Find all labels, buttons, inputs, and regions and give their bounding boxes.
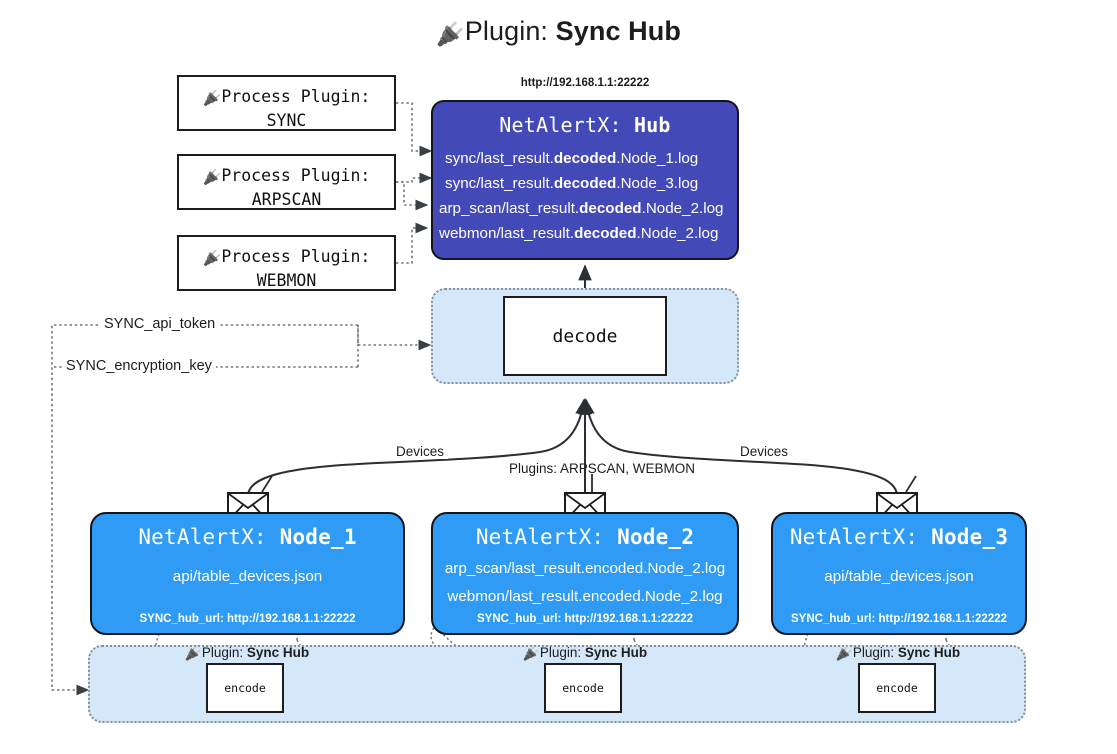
node-title-prefix: NetAlertX:: [138, 525, 280, 549]
log-post: .Node_2.log: [641, 200, 724, 217]
node-line: webmon/last_result.encoded.Node_2.log: [447, 588, 723, 605]
node-title-name: Node_2: [617, 525, 695, 549]
node-title: NetAlertX: Node_2: [433, 525, 737, 549]
hub-title-prefix: NetAlertX:: [499, 113, 634, 137]
edge-label-right-devices: Devices: [736, 444, 793, 459]
plug-icon: 🔌: [202, 169, 222, 186]
hub-log-row: sync/last_result.decoded.Node_1.log: [433, 146, 737, 171]
encode-box-2[interactable]: encode: [544, 663, 622, 713]
hub-title: NetAlertX: Hub: [433, 113, 737, 137]
node-1[interactable]: NetAlertX: Node_1 api/table_devices.json…: [90, 512, 405, 635]
log-post: .Node_2.log: [636, 225, 719, 242]
process-plugin-label: Process Plugin:: [221, 87, 371, 106]
page-title-name: Sync Hub: [555, 16, 681, 46]
plug-icon: 🔌: [202, 90, 222, 107]
sync-encryption-key-label: SYNC_encryption_key: [62, 358, 216, 374]
node-footer: SYNC_hub_url: http://192.168.1.1:22222: [139, 613, 356, 625]
node-2[interactable]: NetAlertX: Node_2 arp_scan/last_result.e…: [431, 512, 739, 635]
log-emphasis: decoded: [579, 200, 642, 217]
log-pre: webmon/last_result.: [439, 225, 575, 242]
hub-node[interactable]: NetAlertX: Hub sync/last_result.decoded.…: [431, 100, 739, 260]
hub-log-row: arp_scan/last_result.decoded.Node_2.log: [433, 196, 737, 221]
encode-label: encode: [224, 681, 266, 695]
node-line: api/table_devices.json: [824, 568, 974, 585]
node-title: NetAlertX: Node_3: [773, 525, 1025, 549]
log-emphasis: decoded: [574, 225, 637, 242]
encode-plugin-label-3: 🔌Plugin: Sync Hub: [836, 645, 960, 662]
hub-title-name: Hub: [633, 113, 671, 137]
log-pre: sync/last_result.: [445, 175, 554, 192]
sync-api-token-label: SYNC_api_token: [100, 316, 220, 332]
plugin-name: Sync Hub: [897, 645, 961, 660]
plug-icon: 🔌: [523, 646, 540, 661]
process-plugin-value: ARPSCAN: [251, 190, 322, 210]
encode-box-1[interactable]: encode: [206, 663, 284, 713]
plugin-prefix: Plugin:: [539, 645, 585, 660]
edge-label-center-plugins: Plugins: ARPSCAN, WEBMON: [509, 461, 696, 476]
page-title-prefix: Plugin:: [464, 16, 556, 46]
encode-box-3[interactable]: encode: [858, 663, 936, 713]
process-plugin-sync[interactable]: 🔌Process Plugin: SYNC: [177, 75, 396, 131]
encode-plugin-label-2: 🔌Plugin: Sync Hub: [523, 645, 647, 662]
encode-plugin-label-1: 🔌Plugin: Sync Hub: [185, 645, 309, 662]
log-pre: arp_scan/last_result.: [439, 200, 580, 217]
process-plugin-arpscan[interactable]: 🔌Process Plugin: ARPSCAN: [177, 154, 396, 210]
node-3[interactable]: NetAlertX: Node_3 api/table_devices.json…: [771, 512, 1027, 635]
node-line: api/table_devices.json: [172, 568, 323, 585]
process-plugin-value: SYNC: [266, 111, 307, 131]
hub-log-row: sync/last_result.decoded.Node_3.log: [433, 171, 737, 196]
decode-label: decode: [552, 325, 618, 347]
log-emphasis: decoded: [553, 150, 617, 167]
log-emphasis: decoded: [553, 175, 617, 192]
plugin-name: Sync Hub: [584, 645, 648, 660]
node-to-decode-edges: [247, 398, 898, 497]
node-title-prefix: NetAlertX:: [475, 525, 618, 549]
envelope-stems: [261, 474, 917, 493]
node-footer: SYNC_hub_url: http://192.168.1.1:22222: [790, 613, 1008, 625]
node-title-prefix: NetAlertX:: [789, 525, 932, 549]
plug-icon: 🔌: [202, 250, 222, 267]
encode-label: encode: [876, 681, 918, 695]
plug-icon: 🔌: [436, 21, 465, 47]
node-title-name: Node_1: [279, 525, 357, 549]
plugin-prefix: Plugin:: [852, 645, 898, 660]
plugin-name: Sync Hub: [246, 645, 310, 660]
plugin-to-hub-connectors: [396, 102, 433, 264]
hub-log-list: sync/last_result.decoded.Node_1.log sync…: [433, 146, 737, 246]
process-plugin-label: Process Plugin:: [221, 166, 371, 185]
page-title: 🔌Plugin: Sync Hub: [0, 16, 1117, 48]
log-pre: sync/last_result.: [445, 150, 554, 167]
plug-icon: 🔌: [836, 646, 853, 661]
log-post: .Node_1.log: [616, 150, 699, 167]
hub-log-row: webmon/last_result.decoded.Node_2.log: [433, 221, 737, 246]
encode-label: encode: [562, 681, 604, 695]
hub-url-label: http://192.168.1.1:22222: [520, 77, 650, 89]
process-plugin-label: Process Plugin:: [221, 247, 371, 266]
node-title-name: Node_3: [931, 525, 1009, 549]
node-title: NetAlertX: Node_1: [92, 525, 403, 549]
node-footer: SYNC_hub_url: http://192.168.1.1:22222: [476, 613, 694, 625]
log-post: .Node_3.log: [616, 175, 699, 192]
node-line: arp_scan/last_result.encoded.Node_2.log: [444, 560, 726, 577]
process-plugin-value: WEBMON: [256, 271, 317, 291]
edge-label-left-devices: Devices: [392, 444, 449, 459]
plug-icon: 🔌: [185, 646, 202, 661]
process-plugin-webmon[interactable]: 🔌Process Plugin: WEBMON: [177, 235, 396, 291]
plugin-prefix: Plugin:: [201, 645, 247, 660]
decode-box[interactable]: decode: [503, 296, 667, 376]
